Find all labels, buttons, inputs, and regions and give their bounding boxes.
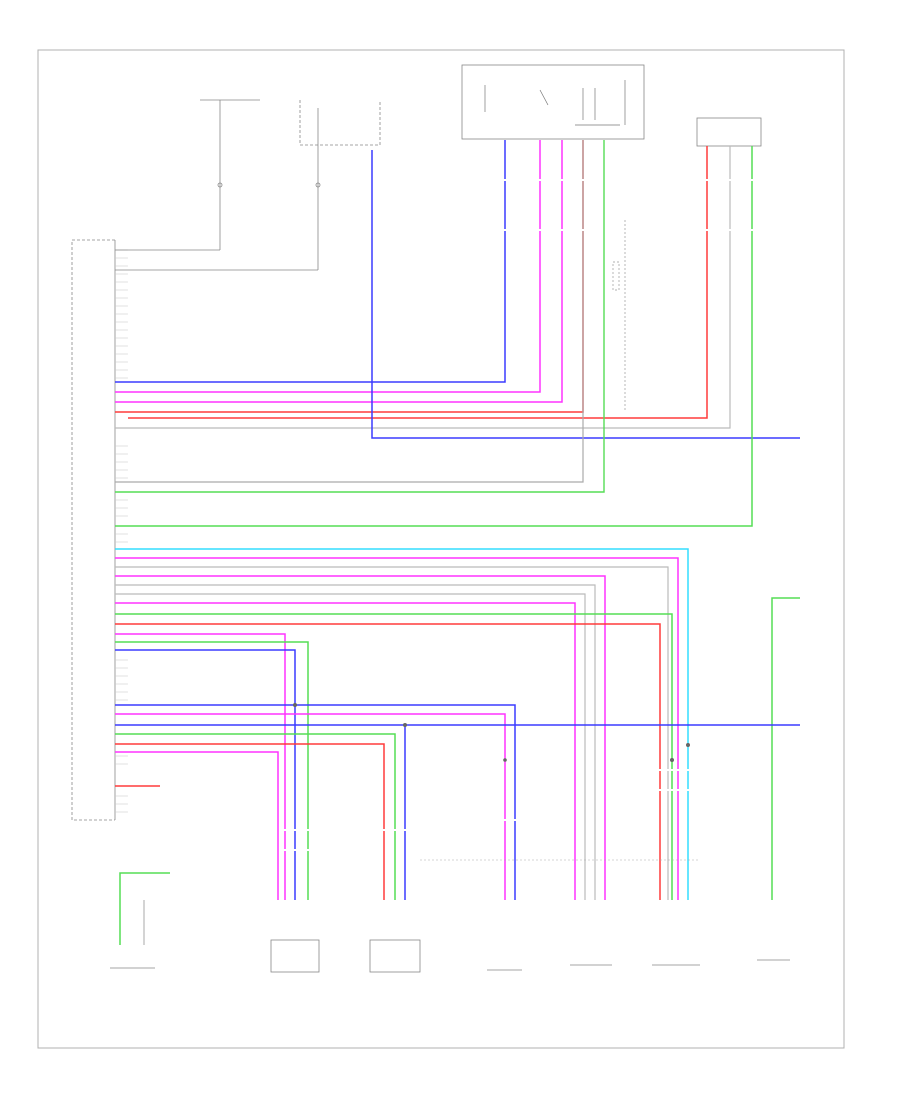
wire-green-4 (115, 641, 309, 900)
wire-red-2 (128, 146, 708, 419)
ecu-pin-stubs (115, 249, 128, 813)
wire-blue-2 (371, 150, 800, 439)
diagram-frame (37, 49, 845, 1049)
ecu-block (71, 239, 116, 821)
fuse-source-top (115, 99, 260, 251)
wire-pink-4 (115, 575, 606, 900)
wire-red-4 (115, 743, 385, 900)
wire-pink-3 (115, 557, 679, 900)
wire-gray-1 (115, 146, 731, 429)
top-right-sensor-box (696, 117, 762, 147)
wire-green-7 (119, 872, 170, 945)
wire-cyan-1 (115, 548, 689, 900)
wire-gray-2 (115, 140, 584, 483)
splice-points (293, 703, 690, 762)
wire-blue-3 (115, 649, 296, 900)
wire-pink-2 (115, 140, 563, 403)
bottom-connector-1 (270, 939, 320, 973)
wire-gray-5 (115, 593, 586, 900)
wire-green-3 (115, 613, 673, 900)
wire-pink-1 (115, 140, 541, 393)
wire-green-6 (115, 733, 396, 900)
wire-blue-4 (115, 704, 516, 900)
combination-switch-box (461, 64, 645, 140)
wire-green-2 (115, 146, 753, 527)
center-right-notes (612, 220, 626, 410)
wire-green-1 (115, 140, 605, 493)
wire-pink-6 (115, 633, 286, 900)
wire-gray-4 (115, 584, 596, 900)
wire-pink-5 (115, 602, 576, 900)
combination-switch-contacts (484, 80, 626, 126)
wire-pink-7 (115, 713, 506, 900)
relay-source-box (115, 100, 381, 271)
bottom-connector-2 (369, 939, 421, 973)
wire-green-5 (771, 597, 800, 900)
wire-red-3 (115, 623, 661, 900)
wire-pink-8 (115, 751, 279, 900)
wire-break-marks (283, 179, 760, 851)
wire-blue-1 (115, 140, 506, 383)
